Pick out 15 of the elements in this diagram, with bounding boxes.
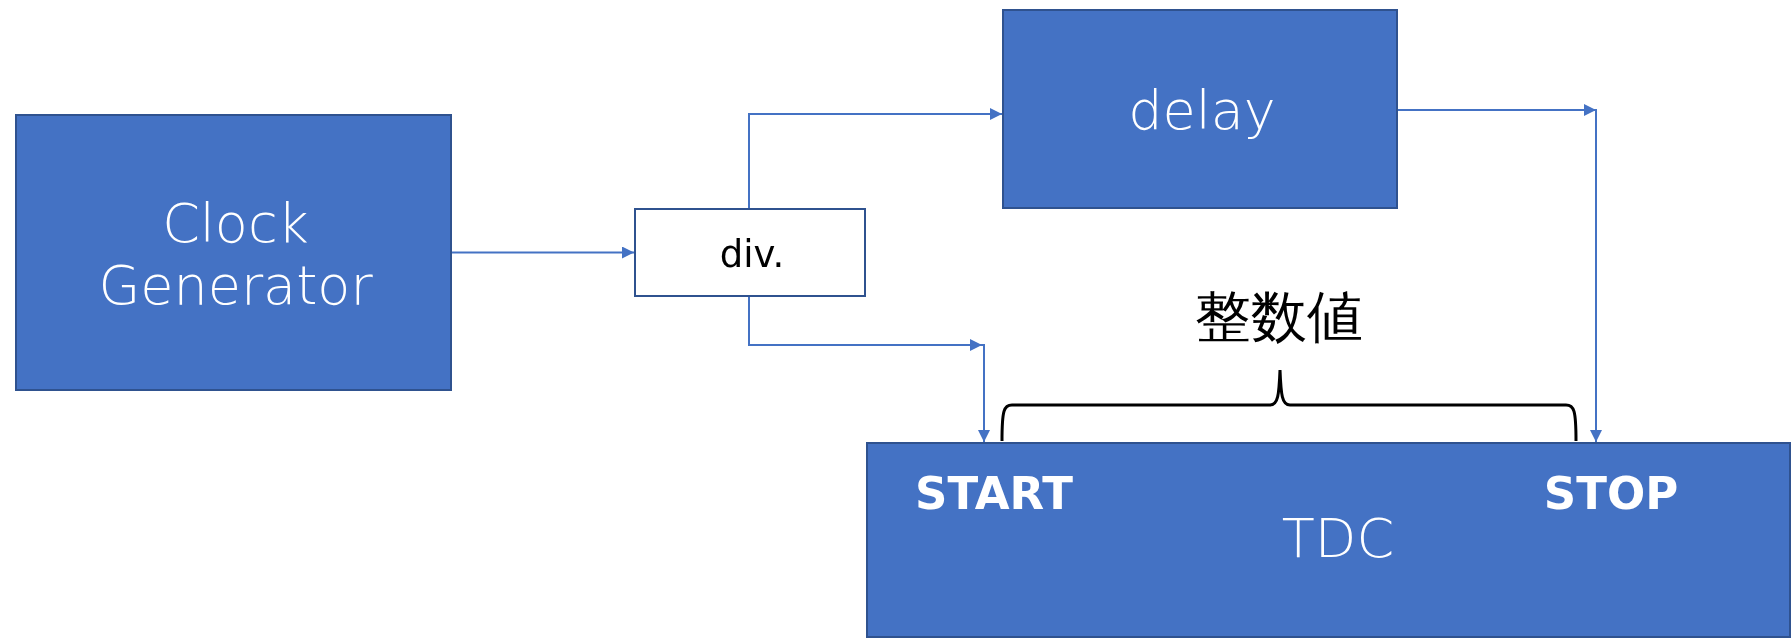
arrow: [748, 296, 990, 443]
box-label: Clock Generator: [97, 192, 374, 317]
input-label: STOP: [1543, 468, 1679, 520]
arrow: [748, 108, 1003, 209]
process-box: [634, 208, 866, 297]
process-box: [15, 114, 452, 391]
box-label: TDC: [1281, 507, 1395, 571]
input-label: START: [915, 468, 1073, 520]
process-box: [1002, 9, 1398, 209]
process-box: [866, 442, 1791, 638]
brace-label: 整数値: [1195, 283, 1363, 351]
box-label: div.: [719, 233, 785, 276]
box-label: delay: [1128, 79, 1276, 143]
arrow: [451, 246, 635, 259]
arrow: [1397, 104, 1602, 443]
